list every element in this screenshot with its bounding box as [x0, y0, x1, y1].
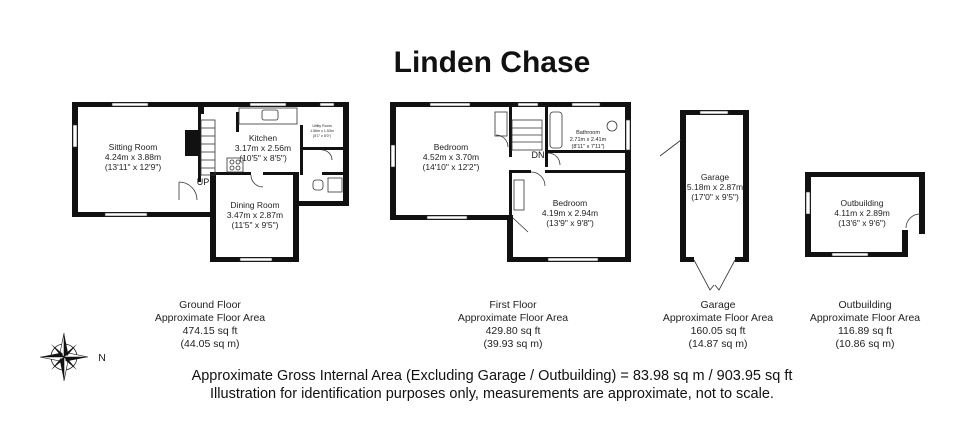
room-name-bedroom-2: Bedroom	[553, 198, 588, 208]
ground-floor-plan: UP Sitting Room 4.24m x 3.88m (13'11" x …	[72, 102, 349, 262]
room-metric-bedroom-2: 4.19m x 2.94m	[542, 208, 598, 218]
floor-name: Ground Floor	[179, 299, 241, 311]
page-title: Linden Chase	[394, 46, 591, 79]
room-metric-bedroom-1: 4.52m x 3.70m	[423, 152, 479, 162]
compass-rose-icon	[39, 332, 89, 382]
room-imperial-bathroom: (8'11" x 7'11")	[571, 144, 604, 150]
floor-name: First Floor	[489, 299, 537, 311]
room-metric-sitting: 4.24m x 3.88m	[105, 152, 161, 162]
room-name-outbuilding: Outbuilding	[840, 198, 883, 208]
floor-area-first: First Floor Approximate Floor Area 429.8…	[458, 299, 568, 350]
room-imperial-outbuilding: (13'6" x 9'6")	[838, 218, 886, 228]
room-metric-kitchen: 3.17m x 2.56m	[235, 143, 291, 153]
floor-area-sqft: 474.15 sq ft	[183, 325, 238, 337]
room-metric-outbuilding: 4.11m x 2.89m	[834, 208, 890, 218]
room-metric-garage: 5.18m x 2.87m	[687, 182, 743, 192]
room-name-sitting: Sitting Room	[109, 142, 158, 152]
room-name-utility: Utility Room	[312, 124, 331, 128]
floor-area-label: Approximate Floor Area	[458, 312, 568, 324]
floor-name: Garage	[700, 299, 735, 311]
floor-area-label: Approximate Floor Area	[810, 312, 920, 324]
room-name-dining: Dining Room	[230, 200, 279, 210]
room-name-kitchen: Kitchen	[249, 133, 278, 143]
room-imperial-bedroom-2: (13'9" x 9'8")	[546, 218, 594, 228]
floor-name: Outbuilding	[838, 299, 891, 311]
floor-area-ground: Ground Floor Approximate Floor Area 474.…	[155, 299, 265, 350]
stairs-down-label: DN	[532, 150, 545, 160]
room-metric-dining: 3.47m x 2.87m	[227, 210, 283, 220]
floor-area-sqft: 116.89 sq ft	[838, 325, 892, 337]
room-imperial-utility: (5'1" x 5'0")	[313, 134, 331, 138]
room-imperial-kitchen: (10'5" x 8'5")	[239, 153, 287, 163]
room-imperial-bedroom-1: (14'10" x 12'2")	[422, 162, 479, 172]
room-name-bathroom: Bathroom	[576, 130, 600, 136]
garage-plan: Garage 5.18m x 2.87m (17'0" x 9'5")	[659, 110, 749, 291]
floor-area-sqm: (10.86 sq m)	[836, 338, 895, 350]
stairs-up-label: UP	[197, 177, 210, 187]
floor-area-label: Approximate Floor Area	[155, 312, 265, 324]
floor-area-outbuilding: Outbuilding Approximate Floor Area 116.8…	[810, 299, 920, 350]
room-name-bedroom-1: Bedroom	[434, 142, 469, 152]
floor-area-sqft: 160.05 sq ft	[691, 325, 746, 337]
floor-area-sqft: 429.80 sq ft	[486, 325, 541, 337]
disclaimer-note: Illustration for identification purposes…	[210, 386, 774, 402]
gross-internal-area-note: Approximate Gross Internal Area (Excludi…	[192, 368, 793, 384]
room-imperial-dining: (11'5" x 9'5")	[232, 220, 279, 230]
compass-north-label: N	[98, 352, 106, 364]
floor-area-label: Approximate Floor Area	[663, 312, 773, 324]
room-imperial-sitting: (13'11" x 12'9")	[105, 162, 162, 172]
floor-area-sqm: (39.93 sq m)	[484, 338, 543, 350]
room-metric-bathroom: 2.71m x 2.41m	[570, 137, 607, 143]
first-floor-plan: DN Bedroom 4.52m x 3.70m (14'10" x 12'2"…	[390, 102, 631, 262]
floor-area-garage: Garage Approximate Floor Area 160.05 sq …	[663, 299, 773, 350]
room-metric-utility: 1.56m x 1.53m	[310, 129, 334, 133]
floor-area-sqm: (14.87 sq m)	[689, 338, 748, 350]
room-imperial-garage: (17'0" x 9'5")	[691, 192, 739, 202]
outbuilding-plan: Outbuilding 4.11m x 2.89m (13'6" x 9'6")	[805, 172, 925, 257]
room-name-garage: Garage	[701, 172, 730, 182]
floor-area-sqm: (44.05 sq m)	[181, 338, 240, 350]
